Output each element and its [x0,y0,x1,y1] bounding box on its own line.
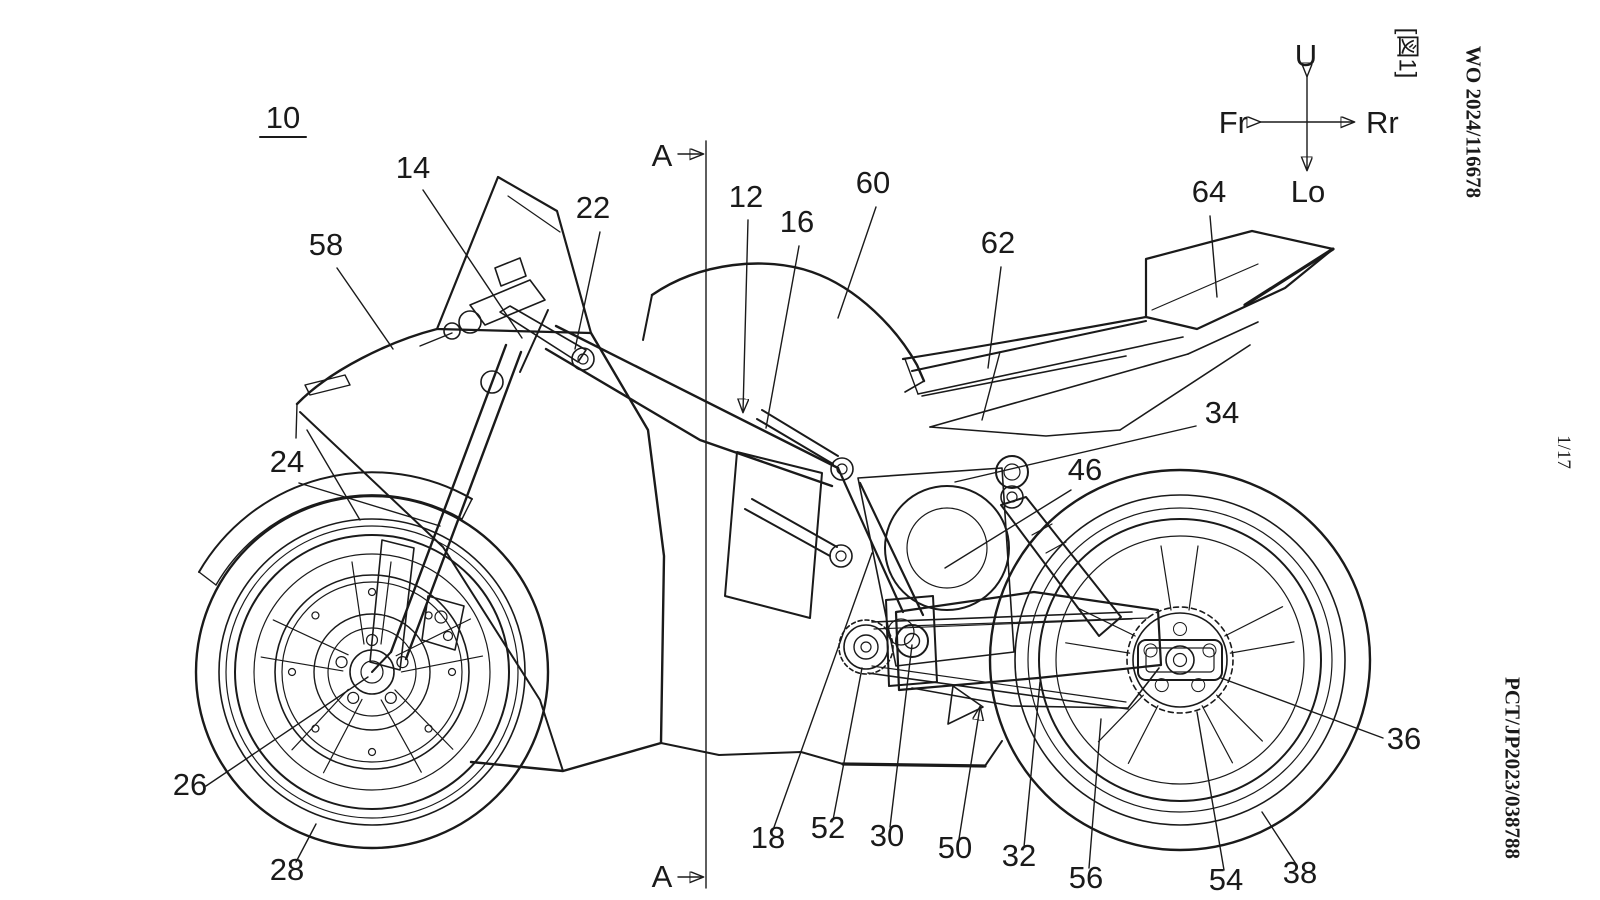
leader-line-28 [295,823,317,863]
leader-line-60 [837,206,877,319]
leader-line-46 [944,489,1072,569]
swingarm [894,590,1163,709]
frame [519,309,938,687]
part-label-26: 26 [173,767,207,802]
compass-front-label: Fr [1219,105,1248,140]
front-brake-disc [274,574,470,770]
rear-sprocket [1126,606,1234,714]
part-label-34: 34 [1205,395,1239,430]
leader-line-30 [889,644,913,828]
page-indicator: 1/17 [1553,435,1574,469]
belly-pan [660,685,1003,768]
section-marker-bottom: A [652,859,673,894]
leader-line-52 [832,667,863,821]
part-label-28: 28 [270,852,304,887]
part-label-60: 60 [856,165,890,200]
leader-line-16 [765,245,800,429]
publication-number: WO 2024/116678 [1461,45,1486,199]
part-label-16: 16 [780,204,814,239]
front-fairing [295,327,666,773]
part-label-56: 56 [1069,860,1103,895]
radiator [724,451,823,619]
leader-line-26 [205,676,369,787]
compass-rear-label: Rr [1366,105,1399,140]
leader-line-56 [1088,718,1102,869]
leader-line-50 [958,707,980,840]
drivetrain [838,606,1234,714]
swingarm-pivot-bolt [895,624,929,658]
section-marker-top: A [652,138,673,173]
compass-down-label: Lo [1291,174,1325,209]
part-label-22: 22 [576,190,610,225]
front-brake-caliper [421,595,465,651]
part-label-12: 12 [729,179,763,214]
front-wheel [194,494,550,850]
tail-bodywork [901,229,1335,437]
section-line: A A [652,138,707,894]
engine [857,467,1015,667]
rear-shock [995,455,1122,637]
part-label-24: 24 [270,444,304,479]
orientation-compass: U Lo Fr Rr [1219,38,1399,209]
leader-line-54 [1196,711,1225,871]
leader-line-32 [1023,681,1041,848]
rear-wheel [988,468,1372,852]
part-label-18: 18 [751,820,785,855]
leader-line-36 [1220,677,1384,739]
compass-up-label: U [1295,38,1317,73]
part-label-64: 64 [1192,174,1226,209]
part-label-46: 46 [1068,452,1102,487]
leader-line-38 [1261,811,1297,865]
rear-axle-block [1137,639,1223,681]
leader-line-64 [1209,215,1218,298]
part-label-36: 36 [1387,721,1421,756]
leader-line-34 [954,425,1197,483]
handlebar-cluster [419,257,595,394]
leader-line-62 [987,266,1002,369]
front-fender [198,471,473,586]
part-label-58: 58 [309,227,343,262]
tail-cowl [1144,229,1335,331]
leader-line-14 [422,189,523,339]
part-label-10: 10 [266,100,300,135]
seat [901,315,1148,361]
leader-line-18 [772,552,873,831]
front-fork [369,343,523,673]
application-number: PCT/JP2023/038788 [1500,677,1525,859]
part-label-38: 38 [1283,855,1317,890]
part-label-14: 14 [396,150,430,185]
part-labels-layer: 10 14 22 58 12 16 60 62 64 34 46 24 26 28 18 52 30 50 32 56… [173,100,1421,897]
part-label-62: 62 [981,225,1015,260]
leader-line-12 [743,219,748,412]
leader-line-24 [298,482,441,527]
part-label-30: 30 [870,818,904,853]
part-label-54: 54 [1209,862,1243,897]
leader-line-22 [574,231,601,350]
figure-tag: [図1] [1393,27,1421,79]
windscreen [435,175,593,335]
part-label-32: 32 [1002,838,1036,873]
part-label-52: 52 [811,810,845,845]
part-label-50: 50 [938,830,972,865]
leader-line-58 [336,267,394,350]
